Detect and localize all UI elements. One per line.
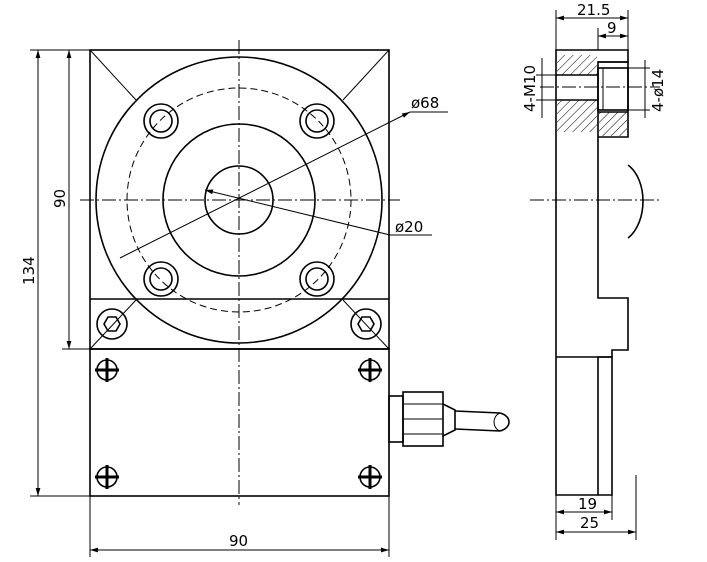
side-hatch-mid — [557, 100, 597, 132]
corner-diagonal-tl — [89, 49, 137, 101]
dim-width-front: 90 — [89, 496, 390, 557]
side-threaded-bore — [597, 67, 629, 111]
dim-side-depth-top: 9 — [597, 19, 628, 50]
cross-screw-br — [358, 465, 382, 489]
dim-side-thread: 4-M10 — [521, 58, 556, 118]
cable — [454, 410, 510, 432]
dim-side-width-top: 21.5 — [555, 1, 629, 50]
leader-diameter-outer — [119, 111, 411, 259]
leader-diameter-inner — [204, 189, 391, 236]
hex-screw-left — [96, 308, 128, 340]
label-side-width-top: 21.5 — [577, 1, 610, 19]
cross-screw-tr — [358, 358, 382, 382]
label-side-width-bottom: 25 — [580, 514, 599, 532]
hex-screw-right — [350, 308, 382, 340]
corner-diagonal-tr — [342, 49, 390, 101]
bolt-hole-tr — [299, 103, 335, 139]
label-side-hole: 4-ø14 — [649, 69, 667, 112]
label-height-upper: 90 — [51, 189, 69, 208]
corner-diagonal-br — [342, 299, 390, 350]
side-tail-plate — [598, 356, 613, 496]
side-hatch-right — [599, 112, 627, 136]
side-view: 21.5 9 4-M10 4-ø14 19 — [521, 1, 667, 540]
corner-diagonal-bl — [89, 299, 137, 350]
side-hatch-top — [557, 55, 597, 75]
cross-screw-tl — [95, 358, 119, 382]
label-side-width-base: 19 — [578, 495, 597, 513]
dim-height-total: 134 — [20, 49, 90, 497]
label-side-thread: 4-M10 — [521, 65, 539, 112]
label-diameter-outer: ø68 — [411, 94, 439, 112]
bolt-hole-bl — [143, 261, 179, 297]
label-side-depth-top: 9 — [607, 19, 617, 37]
cable-gland — [388, 391, 456, 447]
front-view: ø68 ø20 134 90 90 — [20, 40, 510, 557]
label-width-front: 90 — [229, 532, 248, 550]
dim-height-upper: 90 — [51, 50, 90, 350]
bolt-hole-br — [299, 261, 335, 297]
side-dome — [627, 164, 644, 239]
bolt-hole-tl — [143, 103, 179, 139]
label-height-total: 134 — [20, 256, 38, 285]
dim-side-hole: 4-ø14 — [628, 60, 667, 118]
cross-screw-bl — [95, 465, 119, 489]
dim-side-width-bottom: 25 — [556, 475, 637, 540]
label-diameter-inner: ø20 — [395, 218, 423, 236]
dim-side-width-base: 19 — [555, 495, 613, 540]
